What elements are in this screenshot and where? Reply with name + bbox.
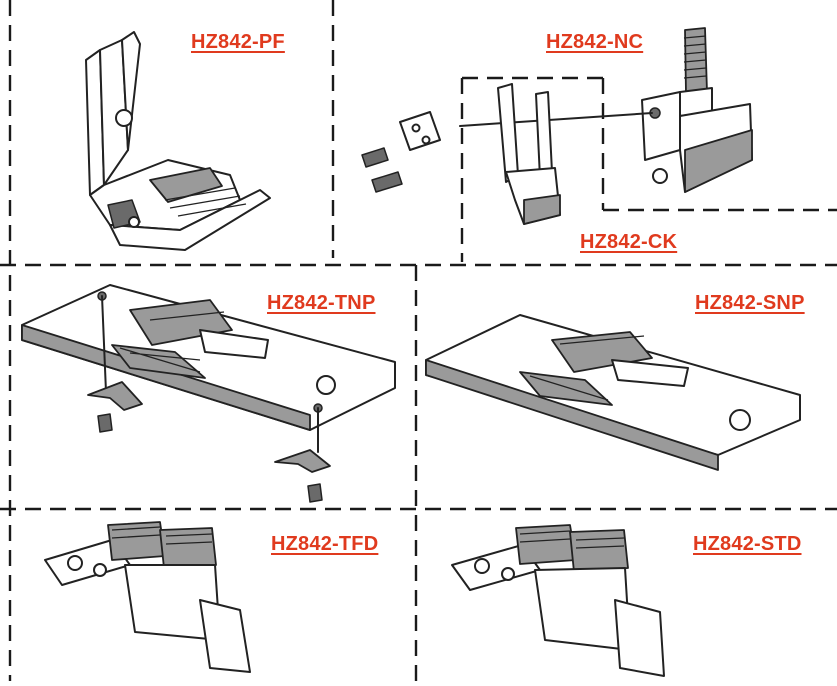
needle-guide-drawing (497, 83, 561, 225)
part-label-hz842-pf[interactable]: HZ842-PF (191, 31, 285, 53)
part-label-hz842-snp[interactable]: HZ842-SNP (695, 292, 805, 314)
feed-dog-std-drawing (451, 524, 665, 677)
part-label-hz842-tnp[interactable]: HZ842-TNP (267, 292, 376, 314)
throat-plate-snp-drawing (425, 314, 801, 471)
needle-clamp-drawing (361, 27, 753, 193)
presser-foot-drawing (85, 31, 271, 251)
part-label-hz842-ck[interactable]: HZ842-CK (580, 231, 678, 253)
throat-plate-tnp-drawing (21, 284, 396, 503)
part-label-hz842-nc[interactable]: HZ842-NC (546, 31, 644, 53)
part-label-hz842-tfd[interactable]: HZ842-TFD (271, 533, 379, 555)
part-label-hz842-std[interactable]: HZ842-STD (693, 533, 802, 555)
feed-dog-tfd-drawing (44, 521, 251, 673)
